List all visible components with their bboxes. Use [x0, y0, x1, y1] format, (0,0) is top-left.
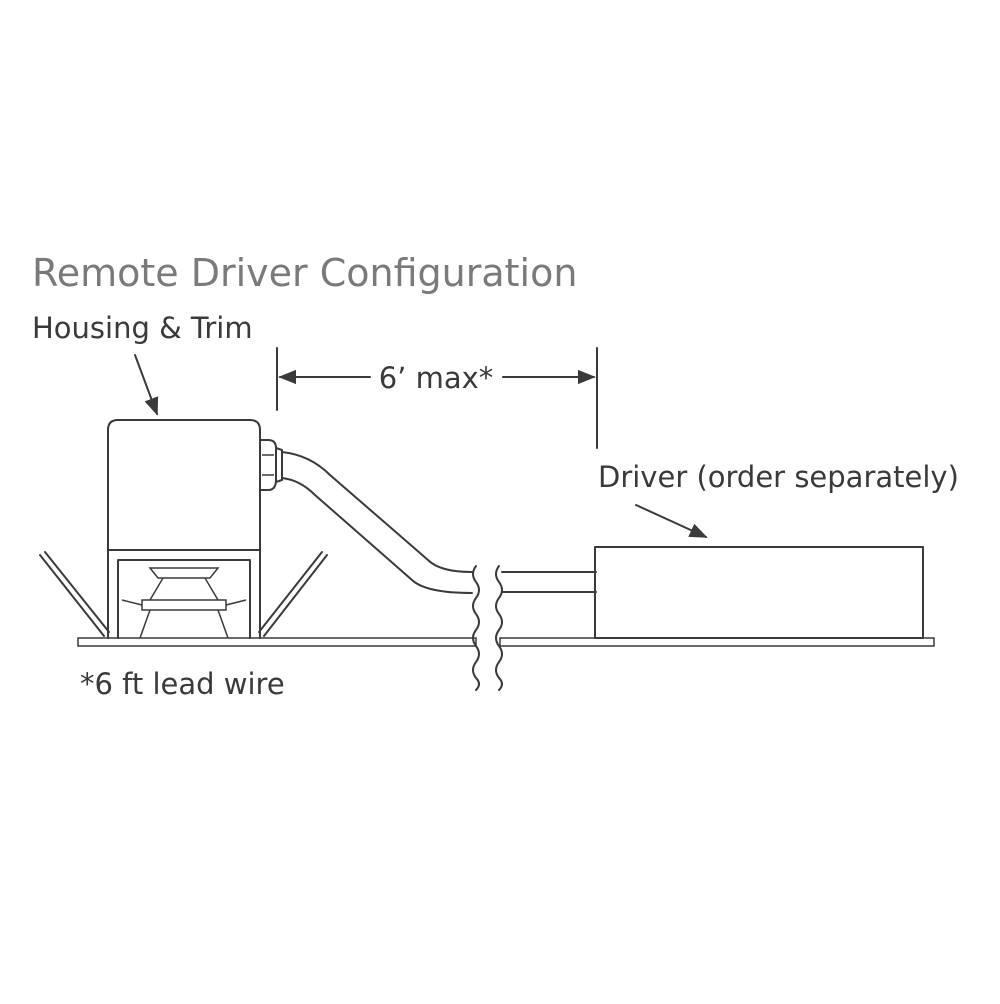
ceiling-left-segment	[77, 637, 477, 647]
conduit	[281, 451, 473, 594]
housing-connector	[259, 439, 283, 491]
ceiling-right-segment	[499, 637, 935, 647]
distance-label: 6’ max*	[379, 361, 494, 395]
lead-wire-footnote: *6 ft lead wire	[80, 667, 285, 701]
housing-pointer-arrow	[134, 354, 159, 416]
driver-label: Driver (order separately)	[598, 460, 959, 494]
housing-trim-label: Housing & Trim	[32, 311, 253, 345]
housing-unit	[39, 419, 328, 639]
driver-pointer-arrow	[635, 504, 708, 538]
break-symbol	[472, 565, 503, 691]
driver-box	[594, 546, 924, 639]
diagram-title: Remote Driver Configuration	[32, 251, 577, 295]
